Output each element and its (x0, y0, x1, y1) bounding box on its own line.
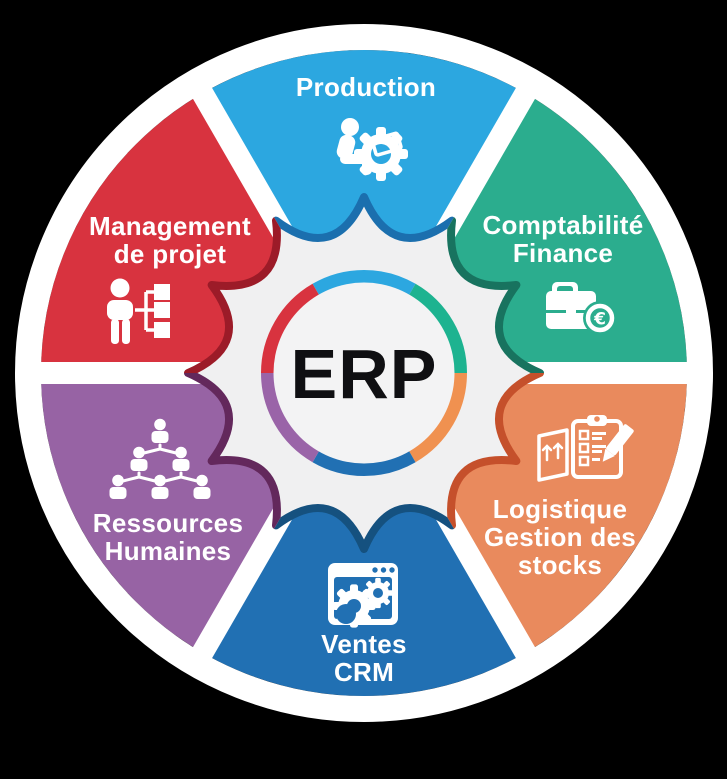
ventes-label-line2: CRM (334, 657, 394, 687)
erp-title: ERP (291, 335, 438, 413)
pencil-icon (602, 424, 634, 462)
org-chart-people-icon (109, 418, 211, 499)
ring-arc-logistique (408, 372, 468, 463)
box-clipboard-pencil-icon (537, 415, 634, 482)
erp-color-ring (261, 270, 468, 476)
production-label: Production (296, 72, 436, 102)
briefcase-euro-icon: € (546, 282, 617, 335)
rh-label-line1: Ressources (93, 508, 243, 538)
small-gear-icon (362, 577, 394, 609)
ring-arc-rh (261, 372, 320, 463)
finance-label-line2: Finance (513, 238, 613, 268)
big-gear-icon (332, 584, 376, 628)
worker-laptop-gear-icon (336, 118, 408, 181)
ventes-label-line1: Ventes (321, 629, 407, 659)
ring-arc-ventes (312, 450, 416, 476)
ring-arc-finance (408, 283, 468, 374)
rh-label-line2: Humaines (105, 536, 232, 566)
browser-gears-icon (328, 563, 398, 628)
logistique-label-line1: Logistique (493, 494, 627, 524)
finance-label-line1: Comptabilité (482, 210, 643, 240)
person-flowchart-icon (107, 278, 170, 344)
euro-symbol: € (593, 310, 606, 330)
management-label-line1: Management (89, 211, 251, 241)
logistique-label-line3: stocks (518, 550, 602, 580)
ring-arc-management (261, 283, 320, 374)
outer-rim (15, 24, 713, 722)
ring-arc-production (312, 270, 416, 296)
center-circle (273, 282, 455, 464)
logistique-label-line2: Gestion des (484, 522, 636, 552)
management-label-line2: de projet (114, 239, 227, 269)
